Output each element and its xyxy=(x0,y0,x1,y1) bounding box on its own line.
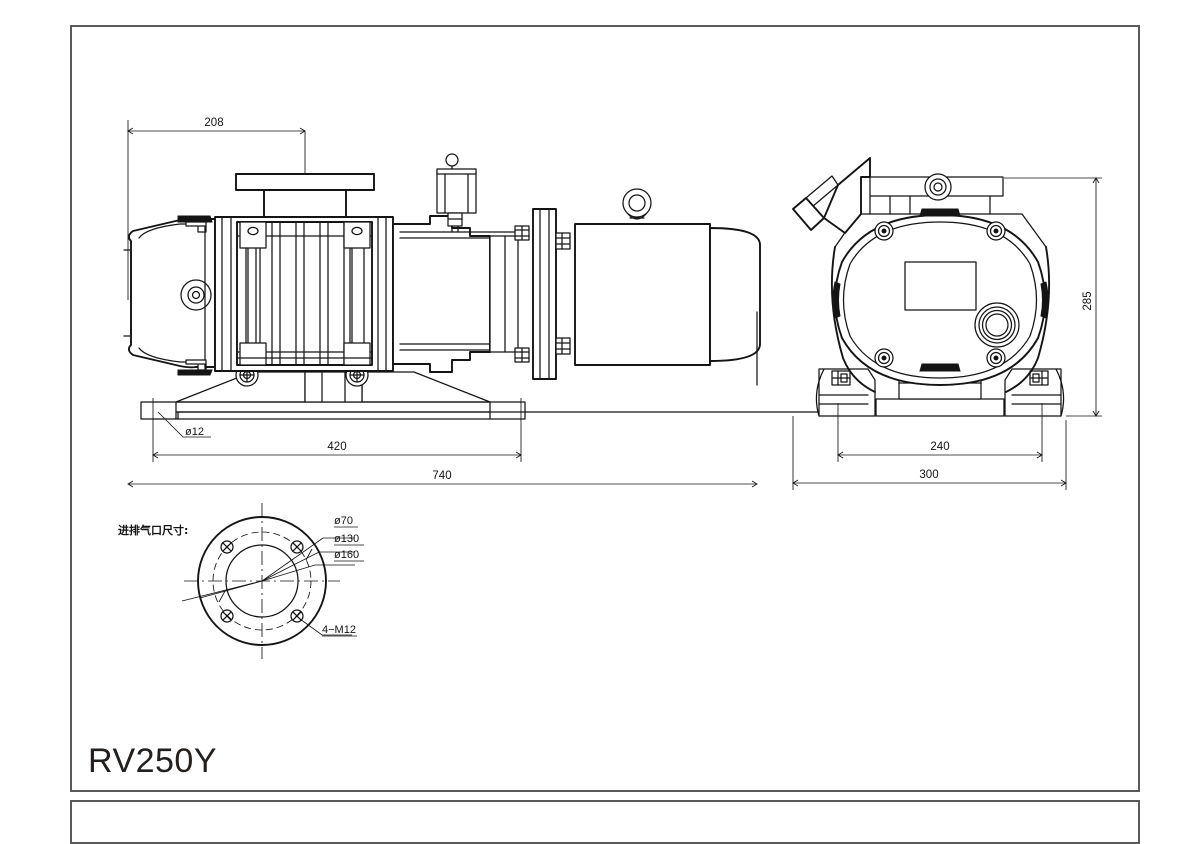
side-dimension-740: 740 xyxy=(127,470,758,488)
port-flange-detail: 进排气口尺寸: xyxy=(118,503,364,659)
front-dimension-300: 300 xyxy=(792,416,1067,490)
flange-detail-title: 进排气口尺寸: xyxy=(118,523,188,537)
front-body-bolts xyxy=(874,221,1006,368)
side-dimension-208: 208 xyxy=(127,117,306,300)
motor-body xyxy=(574,188,761,386)
front-elevation-view: 285 240 300 xyxy=(792,157,1102,490)
motor-flange xyxy=(532,208,571,380)
left-end-cap xyxy=(123,215,216,376)
callout-hole-12-label: ø12 xyxy=(185,426,204,438)
model-label: RV250Y xyxy=(88,742,218,780)
drawing-frame-main xyxy=(70,25,1140,792)
dim-285-label: 285 xyxy=(1082,291,1094,310)
callout-bore-70: ø70 xyxy=(334,515,353,527)
dim-420-label: 420 xyxy=(327,441,346,453)
dim-740-label: 740 xyxy=(432,470,451,482)
callout-bolt-circle-130: ø130 xyxy=(334,533,359,545)
flange-bolt-holes xyxy=(220,540,304,623)
support-gussets xyxy=(175,371,491,403)
oil-reservoir xyxy=(436,153,477,233)
front-dimension-285: 285 xyxy=(1004,177,1102,417)
side-elevation-view: 208 420 740 ø12 xyxy=(123,117,1051,488)
drawing-sheet: 208 420 740 ø12 xyxy=(70,25,1140,844)
dim-240-label: 240 xyxy=(930,441,949,453)
front-top-rail xyxy=(869,173,1004,215)
pump-body xyxy=(214,216,394,372)
front-dimension-240: 240 xyxy=(837,403,1043,462)
front-main-body xyxy=(832,208,1049,386)
flange-diameter-leaders xyxy=(181,537,355,603)
callout-hole-12: ø12 xyxy=(157,411,211,438)
callout-threads-4-m12: 4−M12 xyxy=(322,624,356,636)
side-dimension-420: 420 xyxy=(152,398,522,462)
front-feet xyxy=(815,368,1065,417)
top-inlet-flange xyxy=(235,131,375,218)
dim-300-label: 300 xyxy=(919,469,938,481)
dim-208-label: 208 xyxy=(204,117,223,129)
coupling-housing xyxy=(392,215,530,373)
drawing-canvas: 208 420 740 ø12 xyxy=(118,117,1102,659)
callout-od-160: ø160 xyxy=(334,549,359,561)
front-angled-duct xyxy=(792,157,871,234)
